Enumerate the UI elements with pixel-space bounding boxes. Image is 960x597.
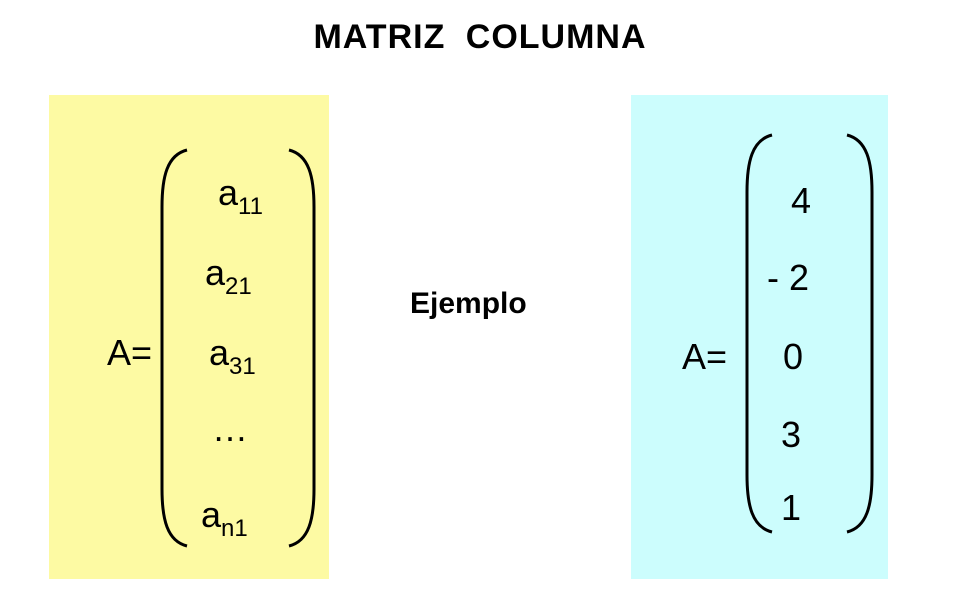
example-entry-1: 4 — [791, 180, 812, 221]
generic-entry-3: a31 — [209, 332, 256, 380]
generic-matrix-lhs: A= — [107, 332, 153, 373]
example-matrix-panel: A= 4 - 2 0 3 1 — [631, 95, 888, 579]
example-matrix-lhs: A= — [682, 336, 728, 377]
page-title: MATRIZ COLUMNA — [313, 18, 647, 56]
example-entry-3: 0 — [783, 336, 804, 377]
example-label: Ejemplo — [410, 287, 527, 320]
left-parenthesis-icon — [745, 133, 773, 534]
generic-entry-ellipsis: … — [212, 408, 248, 449]
generic-entry-1: a11 — [218, 172, 263, 220]
right-parenthesis-icon — [846, 133, 874, 534]
generic-entry-2: a21 — [205, 252, 252, 300]
generic-matrix-panel: A= a11 a21 a31 … an1 — [49, 95, 329, 579]
example-entry-4: 3 — [781, 414, 802, 455]
right-parenthesis-icon — [288, 148, 316, 548]
example-entry-5: 1 — [781, 487, 802, 528]
generic-entry-n: an1 — [201, 494, 248, 542]
example-entry-2: - 2 — [767, 257, 810, 298]
left-parenthesis-icon — [160, 148, 188, 548]
